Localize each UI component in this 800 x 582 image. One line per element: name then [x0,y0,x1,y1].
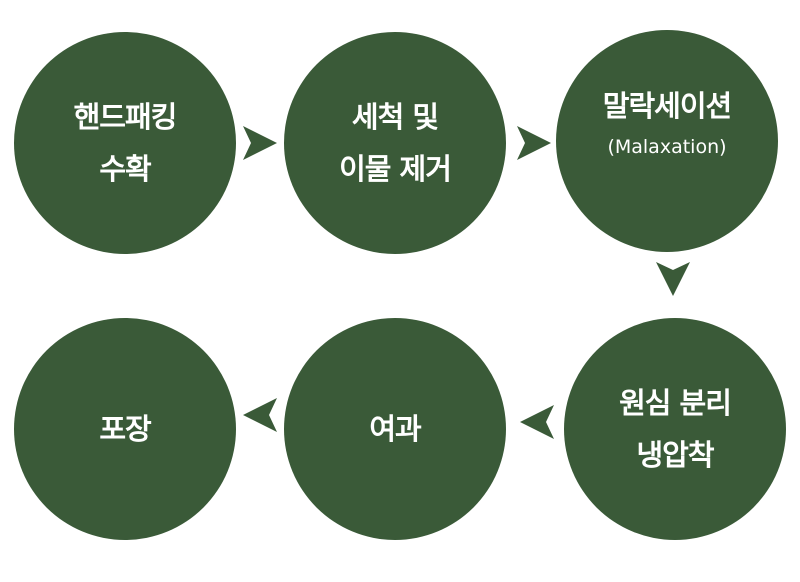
step-packaging: 포장 [14,318,236,540]
arrow-left-icon [520,405,554,439]
arrow-left-icon [243,398,277,432]
step-label: 핸드패킹 [73,100,178,134]
step-label: 냉압착 [636,438,714,472]
arrow-right-icon [243,126,277,160]
step-label: 말락세이션 [602,89,732,123]
step-filtering: 여과 [284,318,506,540]
step-malaxation: 말락세이션 (Malaxation) [556,30,778,252]
step-label: 원심 분리 [619,386,732,420]
step-washing: 세척 및 이물 제거 [284,32,506,254]
arrow-down-icon [656,262,690,296]
step-harvest: 핸드패킹 수확 [14,32,236,254]
arrow-right-icon [517,126,551,160]
step-sublabel: (Malaxation) [607,136,727,158]
step-label: 포장 [99,412,151,446]
step-label: 수확 [99,152,151,186]
step-label: 이물 제거 [339,152,452,186]
step-label: 여과 [369,412,421,446]
step-label: 세척 및 [351,100,439,134]
step-centrifuge: 원심 분리 냉압착 [564,318,786,540]
